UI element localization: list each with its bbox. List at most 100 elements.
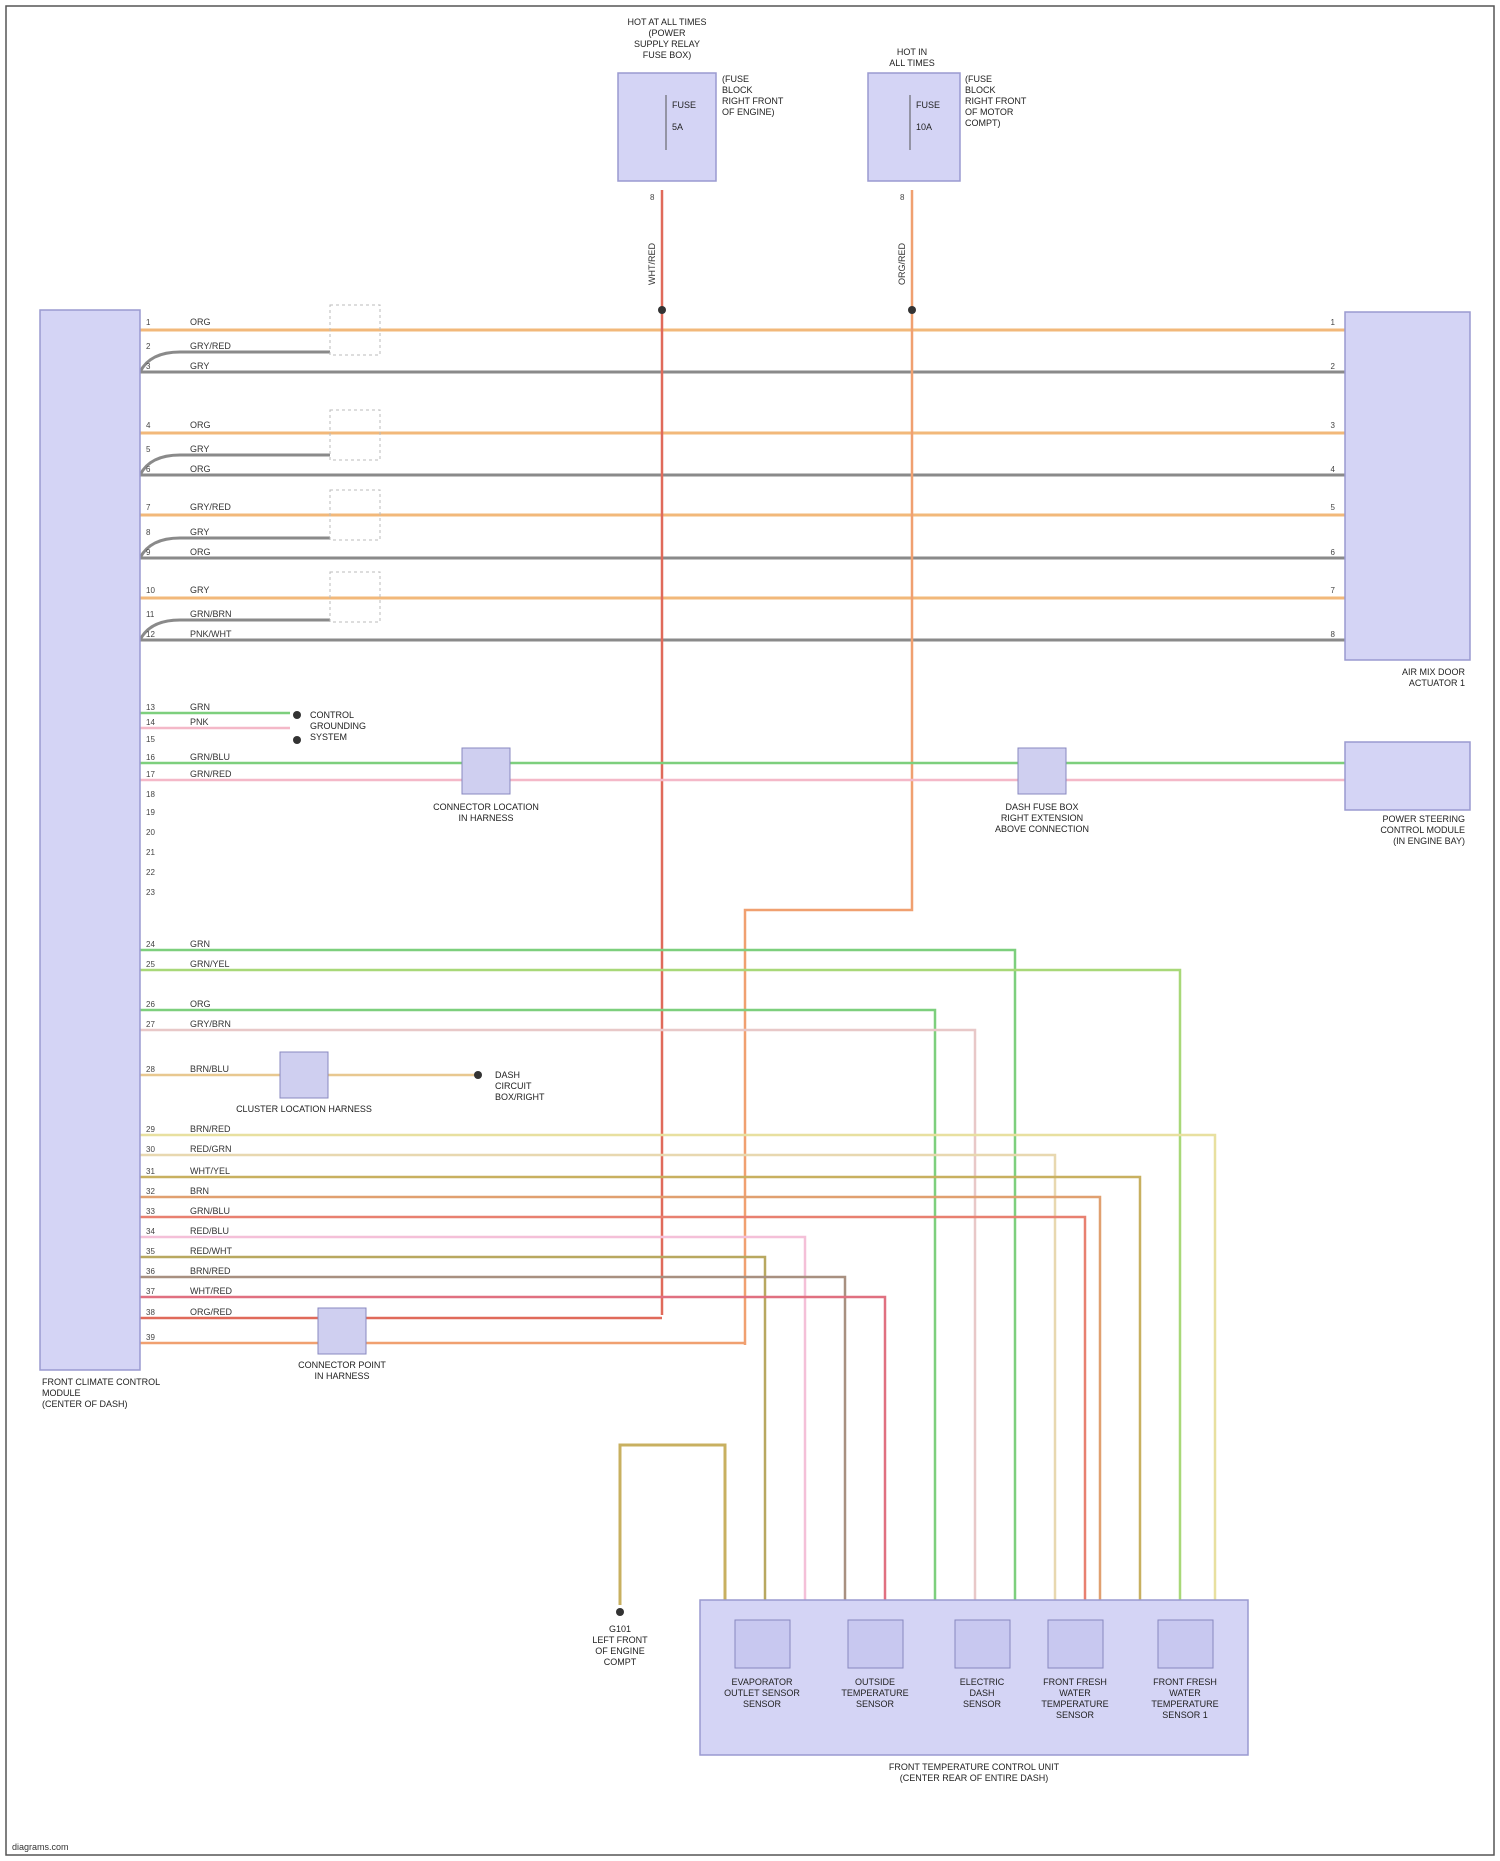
wire-color-label: GRY [190,444,209,454]
fuse-left-header: HOT AT ALL TIMES [627,17,706,27]
connector-caption: RIGHT EXTENSION [1001,813,1083,823]
sensor-label: SENSOR [1056,1710,1095,1720]
connector-caption: ABOVE CONNECTION [995,824,1089,834]
right-module-caption: AIR MIX DOOR [1402,667,1466,677]
diagram-frame [6,6,1494,1855]
wire [745,190,912,1345]
sensor-label: WATER [1059,1688,1091,1698]
wire-color-label: ORG [190,317,211,327]
splice-dot [293,711,301,719]
fuse-left-pin: 8 [650,193,655,202]
splice-mid-label: CIRCUIT [495,1081,532,1091]
wire-color-label: RED/GRN [190,1144,232,1154]
left-pin-number: 2 [146,342,151,351]
blend-module-caption: (IN ENGINE BAY) [1393,836,1465,846]
left-pin-number: 38 [146,1308,155,1317]
left-pin-number: 36 [146,1267,155,1276]
left-pin-number: 28 [146,1065,155,1074]
wire-color-label: GRY/RED [190,502,231,512]
left-pin-number: 22 [146,868,155,877]
left-pin-number: 19 [146,808,155,817]
ground-label: COMPT [604,1657,637,1667]
splice-mid-label: BOX/RIGHT [495,1092,545,1102]
wire [140,1237,805,1600]
wire-color-label: GRN [190,702,210,712]
fuse-left-inner: FUSE [672,100,696,110]
sensor-label: ELECTRIC [960,1677,1005,1687]
left-pin-number: 16 [146,753,155,762]
ground-label: LEFT FRONT [592,1635,648,1645]
sensor-label: FRONT FRESH [1043,1677,1107,1687]
wire-color-label: BRN/RED [190,1266,231,1276]
wire [140,1217,1085,1600]
right-pin-number: 8 [1331,630,1336,639]
wire [140,1030,975,1600]
wire-color-label: GRY/RED [190,341,231,351]
splice-mid-label: DASH [495,1070,520,1080]
right-module-caption: ACTUATOR 1 [1409,678,1465,688]
left-pin-number: 23 [146,888,155,897]
fuse-right-wire-label: ORG/RED [897,242,907,285]
sensor-label: EVAPORATOR [731,1677,793,1687]
wire [140,1177,1140,1600]
wire-color-label: ORG [190,420,211,430]
fuse-right-inner: 10A [916,122,932,132]
wire [140,538,330,558]
right-pin-number: 3 [1331,421,1336,430]
wire-color-label: ORG [190,464,211,474]
wire-color-label: PNK [190,717,209,727]
sensor-label: DASH [969,1688,994,1698]
left-pin-number: 26 [146,1000,155,1009]
shield-brackets [330,305,380,622]
left-pin-number: 27 [146,1020,155,1029]
wire-color-label: GRY [190,585,209,595]
left-pin-number: 39 [146,1333,155,1342]
left-pin-number: 12 [146,630,155,639]
fuse-left-side: BLOCK [722,85,753,95]
blend-module-caption: CONTROL MODULE [1380,825,1465,835]
sensor-label: SENSOR [963,1699,1002,1709]
left-pin-number: 9 [146,548,151,557]
ground-label: OF ENGINE [595,1646,645,1656]
wire-color-label: RED/WHT [190,1246,232,1256]
connector-caption: DASH FUSE BOX [1005,802,1078,812]
connector-box [318,1308,366,1354]
wire [620,1445,725,1605]
wire-color-label: ORG [190,999,211,1009]
fuse-left-header: SUPPLY RELAY [634,39,700,49]
left-pin-number: 21 [146,848,155,857]
wire-color-label: RED/BLU [190,1226,229,1236]
splice-dot [474,1071,482,1079]
wire [140,1277,845,1600]
fuse-right-side: RIGHT FRONT [965,96,1027,106]
wire-color-label: BRN [190,1186,209,1196]
wire [140,1257,765,1600]
left-pin-number: 3 [146,362,151,371]
fuse-left-box [618,73,716,181]
wire-color-label: GRN [190,939,210,949]
connector-box [462,748,510,794]
left-pin-number: 35 [146,1247,155,1256]
ground-label: G101 [609,1624,631,1634]
fuse-left-inner: 5A [672,122,683,132]
ground-dot [616,1608,624,1616]
sensor-label: WATER [1169,1688,1201,1698]
wire [140,352,330,372]
splice-upper-label: CONTROL [310,710,354,720]
fuse-right-side: OF MOTOR [965,107,1014,117]
right-pin-number: 2 [1331,362,1336,371]
splice-dot [658,306,666,314]
connector-caption: CLUSTER LOCATION HARNESS [236,1104,372,1114]
sensor-label: TEMPERATURE [841,1688,908,1698]
wire-group [140,190,1345,1605]
sensor-label: OUTLET SENSOR [724,1688,800,1698]
wire-color-label: GRN/RED [190,769,232,779]
footer-text: diagrams.com [12,1842,69,1852]
fuse-right-side: (FUSE [965,74,992,84]
splice-upper-label: GROUNDING [310,721,366,731]
left-pin-number: 10 [146,586,155,595]
connector-caption: IN HARNESS [314,1371,369,1381]
wire-color-label: ORG [190,547,211,557]
fuse-right-box [868,73,960,181]
wire [140,455,330,475]
